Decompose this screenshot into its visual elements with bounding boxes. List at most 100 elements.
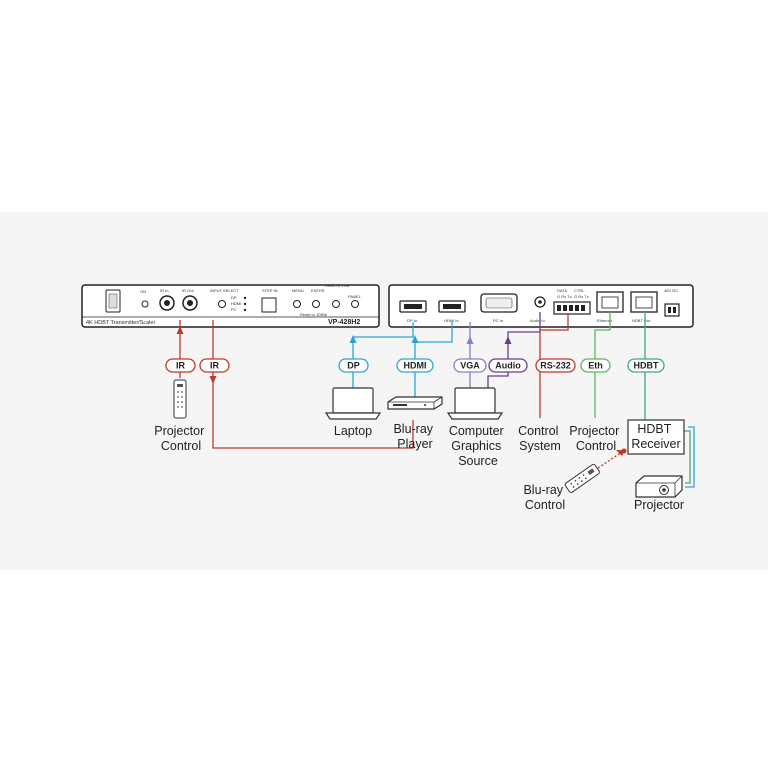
badge-hdbt-label: HDBT (634, 361, 659, 371)
ctrl-label: CTRL (574, 288, 585, 293)
ctrl-pins-label: G Rx Tx (574, 294, 589, 299)
label-computer-source-line-2: Graphics (451, 439, 501, 453)
label-control-system: Control System (518, 424, 562, 453)
input-select-label: INPUT SELECT (210, 288, 239, 293)
badge-ir-2-label: IR (210, 361, 220, 371)
ir-in-arrow-icon (176, 326, 184, 334)
audio-arrow-icon (504, 336, 512, 344)
menu-button[interactable] (293, 300, 301, 308)
computer-laptop-icon (446, 387, 504, 420)
badge-eth (580, 358, 611, 373)
ethernet-cable (594, 312, 611, 418)
input-select-button[interactable] (218, 300, 226, 308)
panel-button[interactable] (351, 300, 359, 308)
label-hdbt-receiver-line-2: Receiver (631, 437, 680, 451)
audio-cable (487, 312, 541, 388)
device-labels: Projector Control Laptop Blu-ray Player … (154, 422, 684, 512)
ir-sensor-icon (621, 448, 627, 454)
label-projector-control-line-2: Control (161, 439, 201, 453)
label-bluray-player: Blu-ray Player (393, 422, 436, 451)
panel-label: PANEL (348, 294, 362, 299)
front-panel-body (81, 284, 380, 328)
label-laptop-line-1: Laptop (334, 424, 372, 438)
badge-dp (338, 358, 369, 373)
badge-rs232-label: RS-232 (540, 361, 571, 371)
label-control-system-line-1: Control (518, 424, 558, 438)
hdmi-in-label: HDMI In (444, 318, 459, 323)
ir-beam (597, 451, 623, 469)
front-panel: ON IR In IR Out INPUT SELECT DP HDMI PC … (81, 283, 380, 328)
label-projector-control: Projector Control (154, 424, 208, 453)
receiver-projector-cable-2 (684, 430, 691, 484)
ethernet-label: Ethernet (597, 318, 613, 323)
badge-audio (488, 358, 528, 373)
pc-in-label: PC In (493, 318, 503, 323)
badge-hdmi (396, 358, 434, 373)
badges: IR IR DP HDMI VGA Audio RS-232 Eth HDBT (165, 358, 665, 373)
label-bluray-control-line-2: Control (525, 498, 565, 512)
label-projector: Projector (634, 498, 684, 512)
hdbt-out-label: HDBT Out (632, 318, 651, 323)
hdmi-arrow-icon (411, 335, 419, 343)
hdbt-receiver-box (627, 419, 685, 455)
badge-ir-2 (199, 358, 230, 373)
on-label: ON (140, 289, 146, 294)
devices (173, 379, 685, 498)
label-projector-control-2: Projector Control (569, 424, 623, 453)
power-led-icon (141, 300, 149, 308)
bluray-player-icon (387, 396, 443, 410)
data-pins-label: G Rx Tx (557, 294, 572, 299)
ir-in-label: IR In (160, 288, 168, 293)
bluray-remote-icon (564, 463, 600, 493)
arrowheads (176, 326, 627, 456)
enter-label: ENTER (311, 288, 325, 293)
label-bluray-player-line-2: Player (397, 437, 432, 451)
badge-dp-label: DP (347, 361, 360, 371)
label-hdbt-receiver-line-1: HDBT (637, 422, 671, 436)
rs232-cable (539, 314, 569, 418)
label-laptop: Laptop (334, 424, 372, 438)
label-bluray-player-line-1: Blu-ray (393, 422, 433, 436)
badge-hdmi-label: HDMI (404, 361, 427, 371)
model-label: VP-428H2 (328, 319, 360, 326)
label-projector-control-line-1: Projector (154, 424, 204, 438)
front-panel-subtitle: 4K HDBT Transmitter/Scaler (86, 320, 155, 326)
enter-button[interactable] (312, 300, 320, 308)
badge-vga-label: VGA (460, 361, 480, 371)
badge-ir-1 (165, 358, 196, 373)
receiver-projector-cable (685, 426, 695, 488)
input-pc-label: PC (231, 307, 237, 312)
label-projector-control-2-line-2: Control (576, 439, 616, 453)
label-computer-source-line-1: Computer (449, 424, 504, 438)
label-hdbt-receiver: HDBT Receiver (631, 422, 680, 451)
menu-label: MENU (292, 288, 304, 293)
step-in-button[interactable] (261, 297, 277, 313)
minus-button[interactable] (332, 300, 340, 308)
input-hdmi-label: HDMI (231, 301, 241, 306)
label-bluray-control-line-1: Blu-ray (523, 483, 563, 497)
label-computer-source-line-3: Source (458, 454, 498, 468)
badge-vga (453, 358, 487, 373)
data-label: DATA (557, 288, 567, 293)
label-computer-source: Computer Graphics Source (449, 424, 507, 468)
remote-control-icon (173, 379, 187, 419)
audio-in-label: Audio In (530, 318, 545, 323)
power-label: 48V DC (664, 288, 678, 293)
label-control-system-line-2: System (519, 439, 561, 453)
label-projector-control-2-line-1: Projector (569, 424, 619, 438)
badge-audio-label: Audio (495, 361, 521, 371)
rear-panel: DP In HDMI In PC In Audio In DATA CTRL G… (388, 284, 694, 328)
dp-in-label: DP In (407, 318, 417, 323)
badge-hdbt (627, 358, 665, 373)
vga-arrow-icon (466, 336, 474, 344)
input-dp-label: DP (231, 295, 237, 300)
reset-vga-label: Reset to VGA (325, 283, 350, 288)
projector-icon (635, 475, 683, 498)
background-band (0, 212, 768, 570)
badge-rs232 (535, 358, 576, 373)
laptop-icon (324, 387, 382, 420)
step-in-label: STEP IN (262, 288, 278, 293)
ir-out-label: IR Out (182, 288, 194, 293)
